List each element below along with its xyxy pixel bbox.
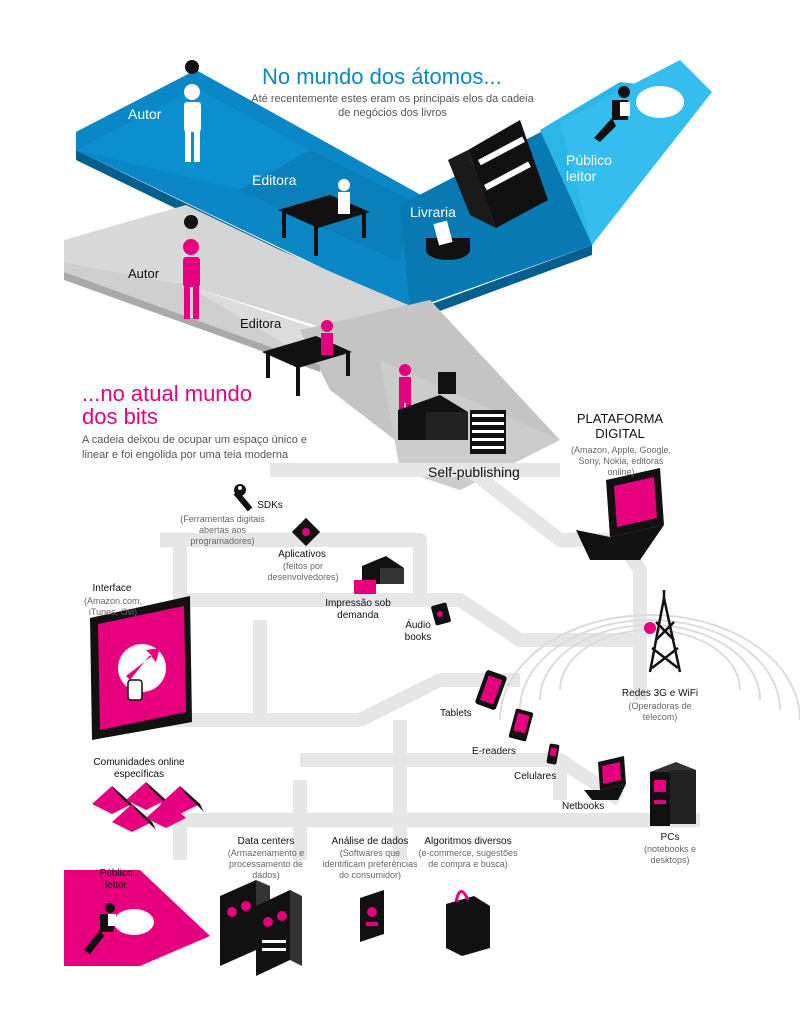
audio-label: Áudio books — [404, 620, 432, 643]
celulares-label: Celulares — [514, 771, 557, 782]
atoms-publico-label: Público leitor — [566, 152, 612, 184]
bits-editor-desk — [262, 320, 352, 396]
sdk-wrench-icon — [233, 484, 253, 512]
tower-icon — [648, 590, 682, 673]
redes-sub: (Operadoras de telecom) — [628, 701, 692, 722]
bits-publico-label: Público leitor — [99, 868, 133, 891]
pc-icon — [650, 762, 696, 826]
tablet-icon — [475, 670, 507, 710]
atoms-autor-label: Autor — [128, 106, 162, 122]
atoms-editora-label: Editora — [252, 172, 297, 188]
interface-sub: (Amazon.com, iTunes, Ovi) — [83, 596, 143, 617]
redes-label: Redes 3G e WiFi — [621, 688, 699, 699]
datacenters-sub: (Armazenamento e processamento de dados) — [227, 848, 305, 880]
bits-reader-area — [64, 870, 210, 966]
audiobook-icon — [431, 602, 451, 626]
atoms-title: No mundo dos átomos... — [262, 64, 502, 89]
plataforma-sub: (Amazon, Apple, Google, Sony, Nokia, edi… — [570, 445, 672, 477]
atoms-subtitle: Até recentemente estes eram os principai… — [251, 93, 534, 120]
sdks-sub: (Ferramentas digitais abertas aos progra… — [180, 514, 265, 546]
plataforma-label: PLATAFORMA DIGITAL — [576, 411, 664, 441]
algoritmos-label: Algoritmos diversos — [424, 836, 512, 847]
comunidades-label: Comunidades online específicas — [93, 757, 185, 780]
community-tents-icon — [92, 782, 204, 832]
atoms-author-figure — [184, 60, 201, 162]
sdks-label: SDKs — [257, 500, 283, 511]
apps-icon — [291, 517, 321, 547]
netbooks-label: Netbooks — [562, 801, 605, 812]
atoms-reader-figure — [594, 86, 684, 142]
bits-autor-label: Autor — [128, 266, 160, 281]
self-publishing-station — [398, 364, 506, 454]
pcs-sub: (notebooks e desktops) — [643, 844, 697, 865]
atoms-band — [76, 60, 712, 322]
shopping-bag-icon — [446, 890, 490, 956]
cellphone-icon — [546, 743, 560, 765]
bits-editora-label: Editora — [240, 316, 282, 331]
atoms-livraria-label: Livraria — [410, 204, 456, 220]
atoms-bookstore-shelves — [426, 120, 548, 260]
interface-label: Interface — [92, 583, 132, 594]
impressao-label: Impressão sob demanda — [325, 598, 391, 621]
data-analysis-icon — [360, 890, 384, 942]
atoms-editor-desk — [278, 179, 370, 256]
analise-sub: (Softwares que identificam preferências … — [322, 848, 418, 880]
ereaders-label: E-readers — [472, 746, 516, 757]
datacenters-label: Data centers — [237, 836, 295, 847]
datacenter-icon — [220, 880, 302, 976]
analise-label: Análise de dados — [331, 836, 409, 847]
bits-subtitle: A cadeia deixou de ocupar um espaço únic… — [82, 434, 308, 461]
pcs-label: PCs — [660, 832, 680, 843]
tower-dish-icon — [644, 622, 656, 634]
laptop-platform-icon — [576, 468, 664, 560]
netbook-icon — [584, 756, 626, 800]
printer-icon — [354, 556, 404, 594]
bits-title: ...no atual mundo dos bits — [82, 381, 253, 430]
aplicativos-label: Aplicativos — [278, 549, 326, 560]
tablets-label: Tablets — [440, 708, 472, 719]
algoritmos-sub: (e-commerce, sugestões de compra e busca… — [418, 848, 518, 869]
aplicativos-sub: (feitos por desenvolvedores) — [267, 561, 339, 582]
self-publishing-label: Self-publishing — [428, 464, 520, 480]
ereader-icon — [508, 708, 534, 742]
interface-screen-icon — [90, 596, 192, 740]
bits-author-figure — [183, 215, 200, 319]
